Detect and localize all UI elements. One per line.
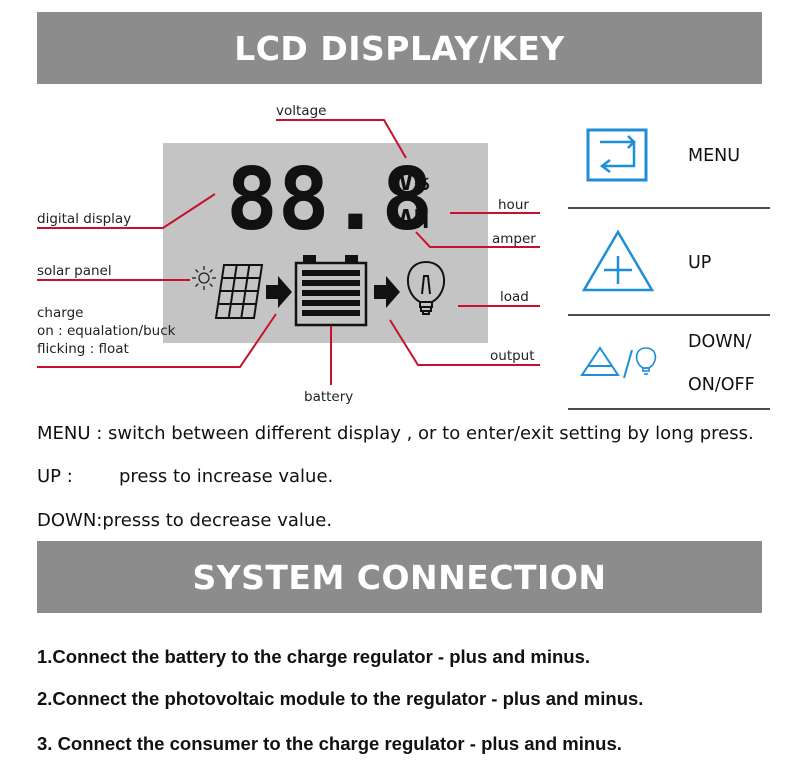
light-bulb-icon — [406, 260, 446, 315]
bulb-small-icon — [635, 347, 657, 375]
output-label: output — [490, 348, 535, 364]
load-label: load — [500, 289, 529, 305]
lcd-section-banner: LCD DISPLAY/KEY — [37, 12, 762, 84]
amper-leader-line — [415, 231, 540, 248]
menu-description: MENU : switch between different display … — [37, 423, 754, 444]
charge-leader-line — [37, 313, 277, 368]
on-off-key-label: ON/OFF — [688, 375, 755, 395]
connection-step-3: 3. Connect the consumer to the charge re… — [37, 733, 622, 754]
connection-step-1: 1.Connect the battery to the charge regu… — [37, 646, 591, 667]
hour-label: hour — [498, 197, 529, 213]
lcd-section-title: LCD DISPLAY/KEY — [234, 28, 565, 68]
sun-icon — [192, 266, 216, 290]
up-description-text: press to increase value. — [119, 466, 334, 487]
lcd-diagram: 88.8 V% AH — [37, 103, 770, 410]
solar-panel-label: solar panel — [37, 263, 112, 279]
digital-display-label: digital display — [37, 211, 131, 227]
charge-flicking-label: flicking : float — [37, 341, 129, 357]
amper-label: amper — [492, 231, 536, 247]
digital-readout: 88.8 — [226, 150, 433, 250]
up-key-icon[interactable] — [581, 229, 655, 292]
down-description: DOWN:presss to decrease value. — [37, 510, 333, 531]
unit-volt-percent: V% — [398, 167, 430, 197]
system-section-banner: SYSTEM CONNECTION — [37, 541, 762, 613]
charge-label: charge — [37, 305, 83, 321]
up-description-key: UP : — [37, 466, 73, 487]
unit-amp-hour: AH — [398, 205, 429, 235]
menu-key-icon[interactable] — [586, 128, 648, 182]
battery-label: battery — [304, 389, 353, 405]
system-section-title: SYSTEM CONNECTION — [192, 557, 607, 597]
down-key-icon[interactable] — [580, 346, 633, 379]
down-key-label: DOWN/ — [688, 332, 752, 352]
battery-icon — [294, 255, 368, 327]
connection-step-2: 2.Connect the photovoltaic module to the… — [37, 688, 644, 709]
up-key-label: UP — [688, 253, 711, 273]
up-description: UP : press to increase value. — [37, 466, 333, 487]
digital-display-leader-line — [37, 193, 216, 229]
charge-on-label: on : equalation/buck — [37, 323, 176, 339]
voltage-leader-line — [276, 119, 407, 159]
output-leader-line — [389, 319, 540, 366]
solar-panel-icon — [214, 264, 264, 319]
arrow-right-icon — [374, 276, 400, 308]
voltage-label: voltage — [276, 103, 326, 119]
arrow-right-icon — [266, 276, 292, 308]
menu-key-label: MENU — [688, 146, 740, 166]
